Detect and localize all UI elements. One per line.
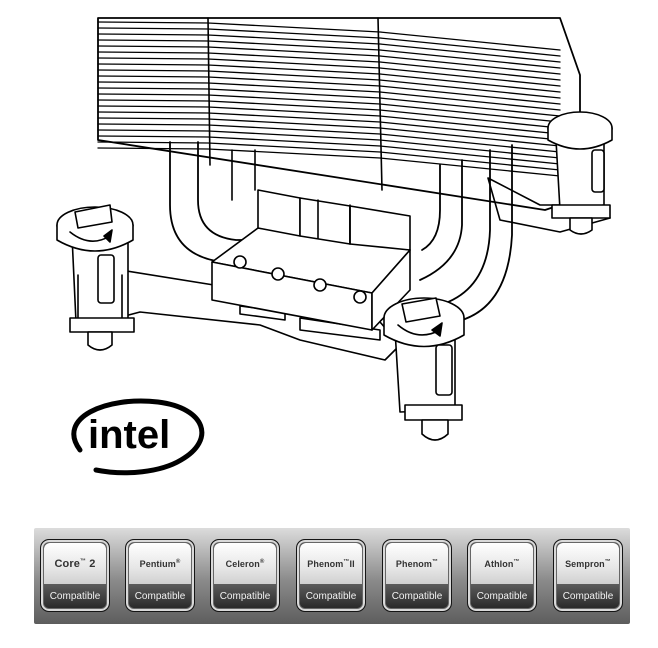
badge-caption-area: Compatible xyxy=(557,584,619,608)
compatibility-badge: Phenom™ Compatible xyxy=(382,539,452,612)
badge-brand-text: Athlon xyxy=(484,559,514,569)
badge-caption: Compatible xyxy=(391,590,443,602)
compatibility-badge: Phenom™II Compatible xyxy=(296,539,366,612)
badge-brand-area: Pentium® xyxy=(129,543,191,585)
badge-caption-area: Compatible xyxy=(471,584,533,608)
badge-caption-area: Compatible xyxy=(44,584,106,608)
badge-brand-area: Phenom™ xyxy=(386,543,448,585)
badge-brand-area: Core™ 2 xyxy=(44,543,106,585)
badge-brand-text: Celeron xyxy=(225,559,260,569)
badge-brand-name: Athlon™ xyxy=(484,559,519,569)
badge-brand-name: Core™ 2 xyxy=(55,558,96,570)
badge-brand-name: Celeron® xyxy=(226,559,265,569)
badge-brand-suffix: II xyxy=(349,559,355,569)
badge-trademark-mark: ™ xyxy=(79,558,87,565)
badge-brand-area: Celeron® xyxy=(214,543,276,585)
badge-caption-area: Compatible xyxy=(386,584,448,608)
badge-brand-area: Sempron™ xyxy=(557,543,619,585)
badge-trademark-mark: ® xyxy=(259,559,265,565)
badge-caption-area: Compatible xyxy=(300,584,362,608)
badge-trademark-mark: ® xyxy=(175,559,181,565)
badge-caption: Compatible xyxy=(134,590,186,602)
compatibility-badge: Celeron® Compatible xyxy=(210,539,280,612)
badge-brand-text: Sempron xyxy=(565,559,605,569)
badge-brand-text: Pentium xyxy=(139,559,176,569)
badge-caption-area: Compatible xyxy=(129,584,191,608)
badge-brand-area: Phenom™II xyxy=(300,543,362,585)
intel-logo: intel xyxy=(71,398,205,476)
badge-trademark-mark: ™ xyxy=(604,559,611,565)
compatibility-badge: Athlon™ Compatible xyxy=(467,539,537,612)
badge-brand-name: Phenom™ xyxy=(396,559,438,569)
badge-caption: Compatible xyxy=(562,590,614,602)
badge-trademark-mark: ™ xyxy=(513,559,520,565)
compatibility-badge: Sempron™ Compatible xyxy=(553,539,623,612)
cpu-cooler-illustration xyxy=(56,17,613,441)
badge-caption: Compatible xyxy=(49,590,101,602)
badge-caption-area: Compatible xyxy=(214,584,276,608)
badge-brand-name: Sempron™ xyxy=(565,559,611,569)
badge-brand-text: Core xyxy=(54,558,80,570)
badge-brand-name: Pentium® xyxy=(140,559,181,569)
badge-brand-suffix: 2 xyxy=(86,558,96,570)
badge-trademark-mark: ™ xyxy=(432,559,439,565)
badge-brand-name: Phenom™II xyxy=(307,559,354,569)
badge-brand-text: Phenom xyxy=(395,559,432,569)
badge-caption: Compatible xyxy=(476,590,528,602)
badge-trademark-mark: ™ xyxy=(343,559,350,565)
badge-caption: Compatible xyxy=(219,590,271,602)
badge-brand-area: Athlon™ xyxy=(471,543,533,585)
badge-caption: Compatible xyxy=(305,590,357,602)
intel-logo-text: intel xyxy=(88,413,170,457)
badge-brand-text: Phenom xyxy=(307,559,344,569)
compatibility-badge: Pentium® Compatible xyxy=(125,539,195,612)
